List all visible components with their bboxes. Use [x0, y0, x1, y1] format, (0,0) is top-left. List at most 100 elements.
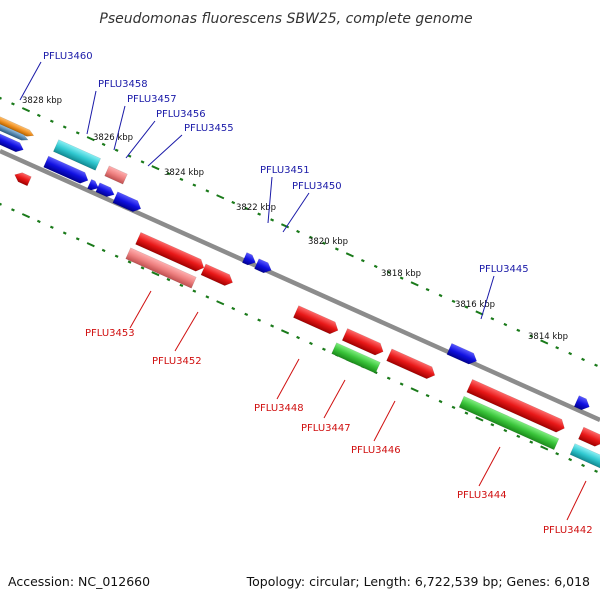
gene-label-top: PFLU3460 — [43, 51, 93, 62]
tick-mark — [179, 177, 184, 182]
tick-mark — [192, 183, 197, 187]
tick-mark — [490, 423, 495, 427]
gene-label-bottom: PFLU3452 — [152, 356, 202, 367]
tick-mark — [257, 318, 262, 322]
tick-mark — [322, 347, 326, 351]
gene-label-top: PFLU3445 — [479, 264, 529, 275]
gene-feature — [569, 443, 600, 469]
gene-arrow — [331, 342, 381, 374]
gene-feature — [0, 129, 24, 153]
tick-mark — [257, 212, 262, 216]
tick-mark — [594, 363, 598, 367]
gene-arrow — [0, 118, 29, 141]
kbp-label: 3824 kbp — [164, 168, 204, 178]
tick-mark — [21, 107, 31, 113]
gene-arrow — [458, 395, 560, 451]
tick-mark — [127, 260, 132, 264]
tick-mark — [568, 457, 573, 462]
tick-mark — [36, 219, 41, 224]
tick-mark — [309, 235, 313, 240]
kbp-label: 3814 kbp — [528, 332, 568, 342]
gene-arrow — [87, 179, 99, 191]
tick-mark — [11, 208, 15, 212]
tick-mark — [151, 165, 160, 171]
tick-mark — [503, 322, 508, 327]
tick-mark — [399, 276, 404, 280]
tick-mark — [49, 225, 54, 229]
tick-mark — [216, 194, 225, 200]
tick-mark — [166, 171, 171, 176]
tick-mark — [410, 281, 419, 287]
tick-mark — [296, 335, 300, 340]
gene-arrow — [112, 191, 142, 213]
tick-mark — [581, 463, 585, 468]
tick-mark — [360, 258, 365, 263]
gene-arrow — [14, 172, 32, 187]
tick-mark — [270, 218, 275, 222]
gene-feature — [200, 263, 233, 286]
tick-mark — [0, 96, 2, 100]
tick-mark — [280, 329, 290, 335]
tick-mark — [11, 102, 15, 106]
tick-mark — [555, 346, 560, 350]
gene-feature — [135, 232, 205, 272]
tick-mark — [334, 247, 339, 251]
gene-label-bottom: PFLU3444 — [457, 490, 507, 501]
gene-arrow — [200, 263, 233, 286]
gene-arrow — [43, 155, 89, 184]
tick-mark — [490, 317, 495, 321]
tick-mark — [75, 131, 80, 135]
gene-arrow — [293, 305, 339, 335]
tick-mark — [244, 206, 249, 211]
gene-label-top: PFLU3450 — [292, 181, 342, 192]
tick-mark — [386, 270, 391, 274]
tick-mark — [451, 299, 456, 304]
tick-mark — [140, 160, 145, 164]
tick-mark — [386, 376, 391, 380]
callout-line — [282, 192, 310, 233]
gene-label-bottom: PFLU3448 — [254, 403, 304, 414]
gene-feature — [241, 252, 256, 266]
gene-feature — [0, 110, 35, 137]
gene-arrow — [104, 165, 128, 185]
gene-feature — [458, 395, 560, 451]
gene-arrow — [135, 232, 205, 272]
accession-text: Accession: NC_012660 — [8, 574, 150, 589]
tick-mark — [464, 305, 469, 309]
gene-feature — [95, 182, 115, 198]
tick-mark — [231, 306, 236, 311]
kbp-label: 3828 kbp — [22, 96, 62, 106]
callout-line — [147, 134, 183, 167]
gene-label-top: PFLU3451 — [260, 165, 310, 176]
tick-mark — [179, 283, 184, 288]
gene-arrow — [578, 426, 600, 447]
gene-label-top: PFLU3456 — [156, 109, 206, 120]
gene-label-bottom: PFLU3453 — [85, 328, 135, 339]
gene-feature — [578, 426, 600, 447]
callout-line — [566, 480, 587, 521]
gene-feature — [341, 328, 384, 356]
gene-callouts: PFLU3460PFLU3458PFLU3457PFLU3456PFLU3455… — [19, 51, 593, 536]
genome-summary-text: Topology: circular; Length: 6,722,539 bp… — [246, 574, 590, 589]
tick-mark — [101, 142, 106, 147]
tick-mark — [140, 266, 145, 270]
callout-line — [129, 290, 152, 329]
tick-mark — [475, 310, 484, 316]
callout-line — [480, 275, 495, 320]
tick-mark — [516, 434, 521, 439]
gene-feature — [446, 343, 478, 365]
gene-label-bottom: PFLU3446 — [351, 445, 401, 456]
tick-mark — [540, 445, 549, 451]
callout-line — [113, 105, 126, 151]
gene-arrow — [254, 258, 272, 274]
gene-feature — [53, 139, 101, 171]
tick-mark — [36, 113, 41, 118]
tick-mark — [540, 339, 549, 345]
callout-line — [276, 358, 300, 400]
gene-arrow — [341, 328, 384, 356]
gene-feature — [87, 179, 99, 191]
tick-mark — [205, 295, 210, 299]
tick-mark — [114, 148, 119, 152]
genome-title: Pseudomonas fluorescens SBW25, complete … — [99, 11, 472, 27]
